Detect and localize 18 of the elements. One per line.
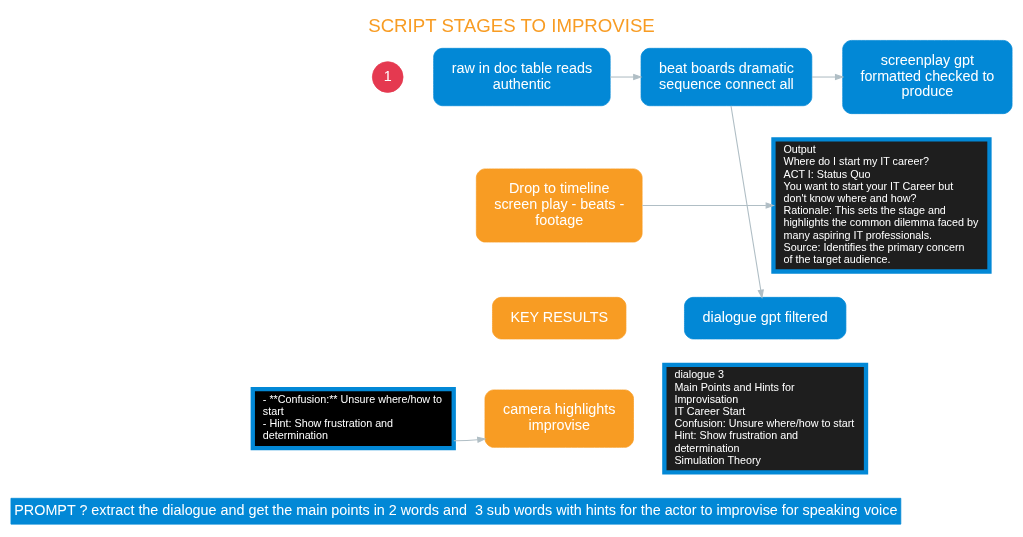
arrow [811, 73, 845, 80]
arrow [730, 104, 764, 299]
node-box: beat boards dramatic sequence connect all [640, 47, 813, 106]
node-box: - **Confusion:** Unsure where/how to start - Hint: Show frustration and determination [250, 386, 456, 450]
node-box: raw in doc table reads authentic [433, 47, 611, 106]
label: 1 [383, 67, 392, 84]
node-box: Output Where do I start my IT career? ACT I: Status Quo You want to start your IT Career but don't know where and how? Rationale: This sets the stage and highlights the common dilemma faced by many aspiring IT professionals. Source: Identifies the primary concern of the target audience. [771, 136, 992, 274]
node-box: dialogue gpt filtered [684, 296, 847, 339]
node-box: screenplay gpt formatted checked to produce [842, 39, 1013, 114]
node-box: camera highlights improvise [484, 389, 634, 448]
node-box: KEY RESULTS [492, 296, 627, 339]
arrow [453, 436, 487, 443]
node-box: Drop to timeline screen play - beats - footage [475, 168, 643, 242]
caption: PROMPT ? extract the dialogue and get the main points in 2 words and 3 sub words with hints for the actor to improvise for speaking voice [14, 501, 898, 518]
arrow [609, 73, 643, 80]
arrow [641, 201, 775, 209]
node-box: dialogue 3 Main Points and Hints for Improvisation IT Career Start Confusion: Unsure where/how to start Hint: Show frustration and determination Simulation Theory [662, 362, 869, 475]
diagram-title: SCRIPT STAGES TO IMPROVISE [368, 14, 655, 36]
